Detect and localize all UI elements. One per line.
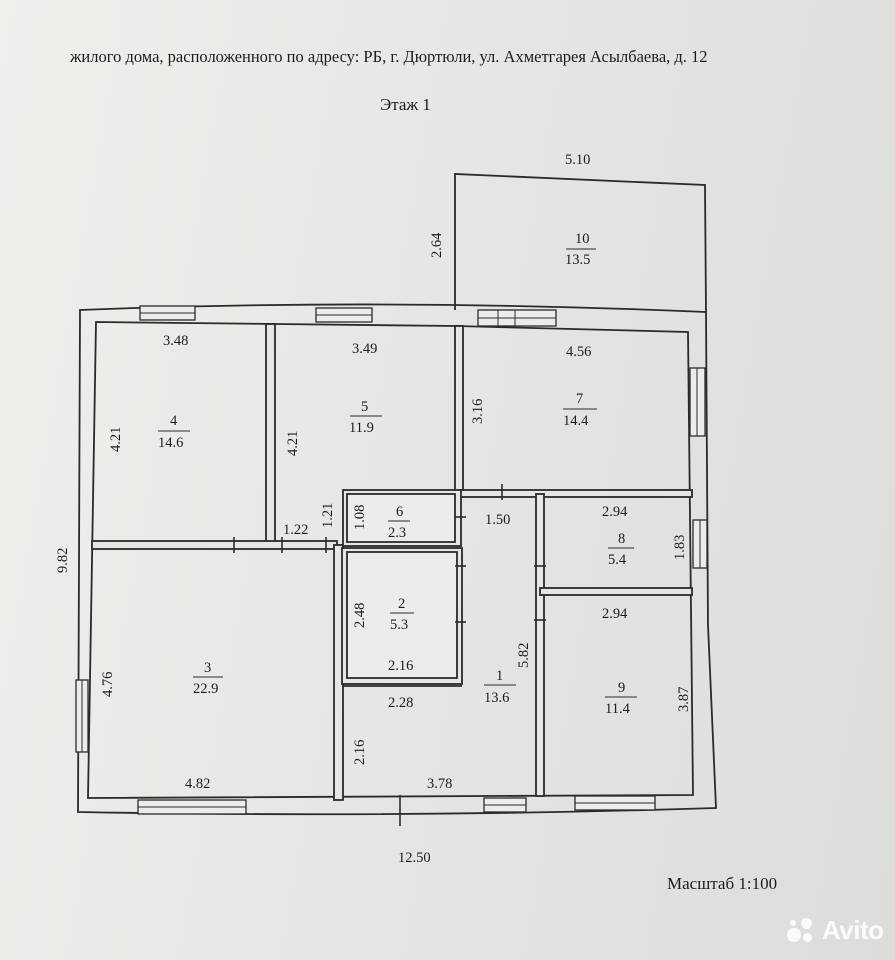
room-1-dim-length: 5.82 <box>516 643 532 668</box>
room-4-number: 4 <box>170 413 178 429</box>
wall-room8-9-left <box>535 493 545 797</box>
hall-width-dim: 2.28 <box>388 695 413 711</box>
room-2-dim-width: 2.16 <box>388 658 413 674</box>
avito-watermark: Avito <box>786 915 884 946</box>
outer-wall-outer-outline <box>77 303 717 816</box>
room-3-dim-width: 4.82 <box>185 776 210 792</box>
room-5-area: 11.9 <box>349 420 374 436</box>
room-7-dim-depth: 3.16 <box>470 399 486 424</box>
room-6-area: 2.3 <box>388 525 406 541</box>
room-8-dim-depth: 1.83 <box>672 535 688 560</box>
address-header: жилого дома, расположенного по адресу: Р… <box>70 47 708 66</box>
room-3-area: 22.9 <box>193 681 218 697</box>
room-4-dim-width: 3.48 <box>163 333 188 349</box>
total-width-dim: 9.82 <box>55 548 71 573</box>
hall-length-dim: 3.78 <box>427 776 452 792</box>
room-5-dim-depth: 4.21 <box>285 431 301 456</box>
wall-4-5 <box>265 323 276 545</box>
room-1-dim-width: 1.50 <box>485 512 510 528</box>
room-6-dim: 1.08 <box>352 505 368 530</box>
room2-inner <box>346 551 458 679</box>
room-7-dim-width: 4.56 <box>566 344 591 360</box>
room-5-number: 5 <box>361 399 368 415</box>
room-7-area: 14.4 <box>563 413 589 429</box>
room-9-number: 9 <box>618 680 625 696</box>
wall-room8-9 <box>539 587 693 596</box>
room-10-area: 13.5 <box>565 252 590 268</box>
room-2-area: 5.3 <box>390 617 408 633</box>
room-8-number: 8 <box>618 531 625 547</box>
room-8-dim-width: 2.94 <box>602 504 628 520</box>
room-6-number: 6 <box>396 504 403 520</box>
room-3-number: 3 <box>204 660 211 676</box>
wall-room7-bottom <box>457 489 693 498</box>
passage-width-dim: 1.22 <box>283 522 308 538</box>
annex-length-dim: 5.10 <box>565 152 590 168</box>
wall-horizontal-upper <box>91 540 338 550</box>
annex-wall <box>454 173 707 313</box>
avito-logo-icon <box>786 916 816 946</box>
room-8-area: 5.4 <box>608 552 627 568</box>
room-1-area: 13.6 <box>484 690 509 706</box>
outer-wall-inner-outline <box>87 321 694 799</box>
avito-brand-text: Avito <box>822 915 884 945</box>
room-9-dim-depth: 3.87 <box>676 687 692 712</box>
room-10-number: 10 <box>575 231 590 247</box>
passage-depth-dim: 1.21 <box>320 503 336 528</box>
room-4-dim-depth: 4.21 <box>108 427 124 452</box>
room-7-number: 7 <box>576 391 583 407</box>
room6-inner <box>346 493 456 543</box>
room-5-dim-width: 3.49 <box>352 341 377 357</box>
room-4-area: 14.6 <box>158 435 183 451</box>
floor-title: Этаж 1 <box>380 95 431 114</box>
room-3-dim-depth: 4.76 <box>100 672 116 697</box>
wall-5-7 <box>454 325 464 497</box>
total-length-dim: 12.50 <box>398 850 431 866</box>
room-9-area: 11.4 <box>605 701 631 717</box>
room-1-number: 1 <box>496 668 503 684</box>
room-9-dim-width: 2.94 <box>602 606 628 622</box>
hall-depth-dim: 2.16 <box>352 740 368 765</box>
room-2-number: 2 <box>398 596 405 612</box>
room-2-dim-depth: 2.48 <box>352 603 368 628</box>
scale-label: Масштаб 1:100 <box>667 874 778 893</box>
annex-depth-dim: 2.64 <box>429 232 445 258</box>
